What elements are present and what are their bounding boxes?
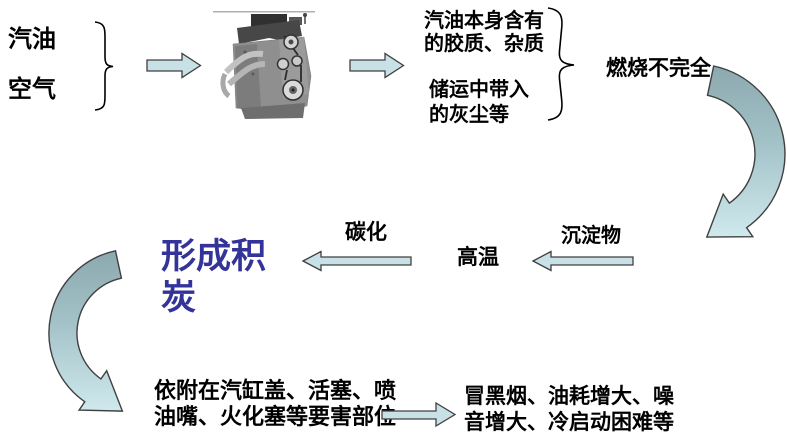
brace-right-icon [94,21,114,111]
label-dust-line1: 储运中带入 [429,77,529,101]
label-attach-line1: 依附在汽缸盖、活塞、喷 [154,379,397,404]
left-arrow-icon [532,250,634,272]
label-impurities: 汽油本身含有 的胶质、杂质 [424,9,544,55]
label-dust-line2: 的灰尘等 [429,102,509,126]
right-arrow-icon [381,401,457,428]
right-arrow-icon [349,52,405,79]
label-effects: 冒黑烟、油耗增大、噪 音增大、冷启动困难等 [464,383,674,435]
label-impurities-line2: 的胶质、杂质 [424,31,544,55]
label-air: 空气 [8,75,56,103]
brace-right-icon [547,7,575,121]
label-high-temperature: 高温 [457,245,499,269]
label-attach-locations: 依附在汽缸盖、活塞、喷 油嘴、火化塞等要害部位 [154,379,396,431]
left-arrow-icon [302,250,412,272]
label-dust: 储运中带入 的灰尘等 [429,77,529,127]
curved-arrow-down-left-icon [705,65,786,238]
label-fuel: 汽油 [8,25,56,53]
label-carbon-formation: 形成积 炭 [161,237,266,319]
engine-image [213,11,315,119]
right-arrow-icon [146,52,202,79]
label-impurities-line1: 汽油本身含有 [424,8,544,32]
label-carbonization: 碳化 [345,220,387,244]
label-attach-line2: 油嘴、火化塞等要害部位 [154,405,397,430]
label-effects-line2: 音增大、冷启动困难等 [464,410,674,434]
label-sediment: 沉淀物 [561,223,621,247]
label-carbon-formation-line2: 炭 [161,278,197,318]
label-carbon-formation-line1: 形成积 [161,237,267,277]
label-effects-line1: 冒黑烟、油耗增大、噪 [464,384,674,408]
curved-arrow-down-right-icon [48,249,124,412]
label-incomplete-combustion: 燃烧不完全 [606,56,711,80]
